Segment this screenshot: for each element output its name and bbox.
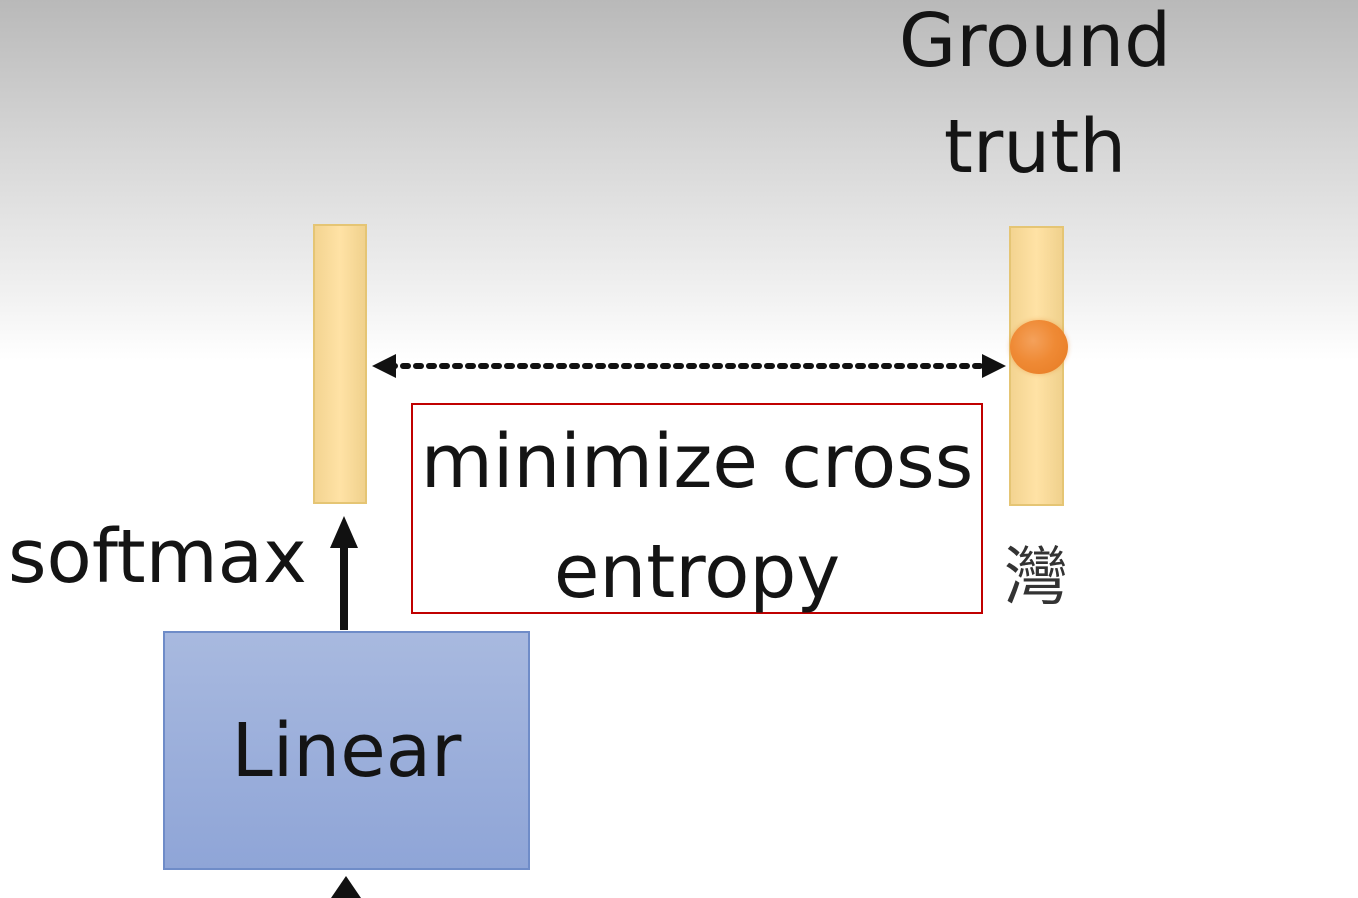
- linear-label: Linear: [231, 707, 462, 794]
- one-hot-target-dot: [1010, 320, 1068, 374]
- softmax-arrowhead: [330, 516, 358, 548]
- linear-layer-block: Linear: [163, 631, 530, 870]
- target-token-label: 灣: [1004, 541, 1068, 615]
- ground-truth-label: Ground truth: [870, 0, 1200, 200]
- ground-truth-line-1: Ground: [898, 0, 1172, 84]
- cross-entropy-left-arrowhead: [372, 354, 396, 378]
- cross-entropy-right-arrowhead: [982, 354, 1006, 378]
- softmax-label: softmax: [8, 514, 307, 600]
- loss-label-line-2: entropy: [553, 529, 841, 615]
- loss-label-line-1: minimize cross: [420, 419, 974, 505]
- cross-entropy-loss-box: minimize cross entropy: [411, 403, 983, 615]
- ground-truth-line-2: truth: [943, 104, 1127, 190]
- softmax-output-vector: [313, 224, 367, 504]
- input-arrowhead: [331, 876, 361, 898]
